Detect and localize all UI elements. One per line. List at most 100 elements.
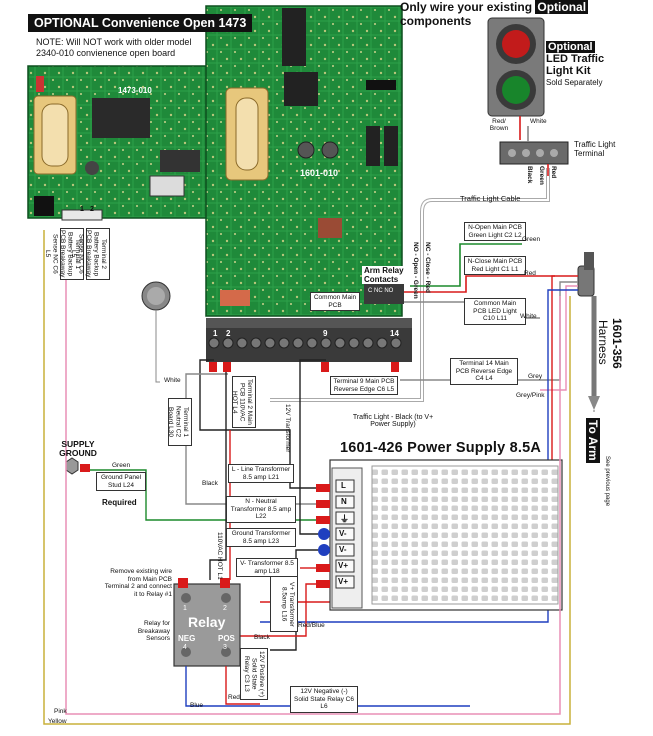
ps-term-N: N	[341, 497, 347, 506]
see-previous-page: See previous page	[604, 456, 610, 507]
terminal-num-1: 1	[213, 329, 218, 338]
n-close-box: N-Close Main PCB Red Light C1 L1	[464, 256, 526, 275]
traffic-kit-line4: Sold Separately	[546, 78, 603, 87]
relay-hot-label: 110VAC HOT L1	[216, 532, 223, 580]
ps-term-v3: V+	[338, 561, 349, 570]
relay-p4: 4	[183, 644, 187, 651]
terminal14-box: Terminal 14 Main PCB Reverse Edge C4 L4	[450, 358, 518, 385]
top-note-pre: Only wire your existing	[400, 0, 536, 14]
term-red: Red	[550, 166, 557, 179]
wire-blue-relay: Blue	[190, 702, 204, 709]
traffic-terminal-label: Traffic Light Terminal	[574, 140, 616, 158]
ground-stud-box: Ground Panel Stud L24	[96, 472, 146, 491]
solid-state-relay	[173, 578, 241, 667]
ps-vminus-box: V- Transformer 8.5 amp L18	[236, 558, 298, 577]
convenience-note-line1: NOTE: Will NOT work with older model	[36, 37, 192, 47]
wire-black-relay: Black	[254, 634, 270, 641]
arm-relay-label: Arm Relay Contacts	[362, 266, 406, 284]
terminal1-neutral-box: Terminal 1 Neutral C2 Board L30	[167, 398, 192, 446]
transformer-12v-label: 12V Transformer	[284, 404, 291, 453]
relay-p2: 2	[223, 605, 227, 612]
relay-title: Relay	[188, 614, 226, 630]
convenience-title: OPTIONAL Convenience Open 1473	[28, 14, 253, 32]
convenience-open-board	[27, 65, 209, 221]
wire-white-label: White	[520, 313, 537, 320]
wire-red-label: Red	[524, 270, 536, 277]
wire-grey-pink-label: Grey/Pink	[516, 392, 545, 399]
wire-black-ground: Black	[202, 480, 218, 487]
ps-term-v4: V+	[338, 577, 349, 586]
wire-green-label: Green	[522, 236, 541, 243]
power-supply-terminals	[316, 479, 355, 589]
traffic-light-terminal	[499, 141, 569, 165]
harness-connector	[577, 252, 600, 412]
traffic-cable-label: Traffic Light Cable	[460, 194, 521, 203]
wire-yellow-label: Yellow	[48, 718, 67, 725]
wire-green-ground: Green	[112, 462, 131, 469]
traffic-light	[487, 17, 545, 117]
relay-negative-box: 12V Negative (-) Solid State Relay C6 L6	[290, 686, 358, 713]
relay-neg: NEG	[178, 634, 196, 643]
arm-relay-terminal	[364, 280, 404, 304]
ps-line-box: L - Line Transformer 8.5 amp L21	[228, 464, 294, 483]
convenience-terminal2-box: Terminal 2 Battery Backup PCB Breakaway …	[70, 228, 110, 280]
terminal-num-14: 14	[390, 329, 399, 338]
main-pcb-board	[205, 5, 403, 317]
convenience-board-label: 1473-010	[118, 86, 152, 95]
supply-ground-label: SUPPLY GROUND	[59, 439, 97, 458]
relay-pos: POS	[218, 634, 235, 643]
relay-breakaway-note: Relay for Breakaway Sensors	[137, 620, 170, 642]
convenience-note-line2: 2340-010 convienence open board	[36, 48, 176, 58]
harness-name: Harness	[596, 320, 610, 365]
supply-ground-stud	[65, 457, 90, 475]
relay-p1: 1	[183, 605, 187, 612]
main-terminal-strip	[206, 318, 412, 372]
wire-grey-label: Grey	[528, 373, 543, 380]
relay-positive-box: 12V Positive (+) Solid State Relay C3 L3	[240, 648, 268, 700]
no-open-label: NO - Open - Green	[412, 242, 419, 299]
terminal2-hot-box: Terminal 2 Main PCB 110VAC HOT L4	[231, 376, 256, 428]
nc-close-label: NC - Close - Red	[424, 242, 431, 293]
convenience-pin1: 1	[80, 206, 84, 213]
red-brown-label: Red/ Brown	[489, 118, 509, 132]
convenience-pin2: 2	[90, 206, 94, 213]
ps-term-v2: V-	[339, 545, 347, 554]
power-supply-unit	[329, 459, 563, 611]
to-arm-label: To Arm	[586, 418, 600, 463]
ps-term-L: L	[341, 481, 346, 490]
power-supply-title: 1601-426 Power Supply 8.5A	[340, 440, 542, 456]
top-note-post: components	[400, 14, 472, 28]
traffic-kit-title: Optional	[546, 41, 595, 53]
ps-term-ground: ⏚	[340, 514, 350, 524]
relay-remove-note: Remove existing wire from Main PCB Termi…	[104, 568, 172, 598]
ps-ground-box: Ground Transformer 8.5 amp L23	[226, 528, 296, 547]
arm-relay-pins: C NC NO	[368, 288, 394, 294]
term-black: Black	[526, 166, 533, 184]
traffic-kit-line2: LED Traffic	[546, 53, 605, 65]
required-label: Required	[102, 498, 137, 507]
wire-red-blue-label: Red/Blue	[298, 622, 325, 629]
relay-p3: 3	[223, 644, 227, 651]
ps-term-v1: V-	[339, 529, 347, 538]
top-note-highlight: Optional	[535, 0, 589, 14]
wire-red-relay: Red	[228, 694, 240, 701]
terminal-num-2: 2	[226, 329, 231, 338]
terminal-num-9: 9	[323, 329, 328, 338]
wire-pink-label: Pink	[54, 708, 67, 715]
white-label: White	[530, 118, 547, 125]
terminal9-box: Terminal 9 Main PCB Reverse Edge C6 L5	[330, 376, 398, 395]
harness-part: 1601-356	[610, 318, 624, 369]
top-note: Only wire your existing Optional compone…	[400, 0, 653, 28]
traffic-kit-label: Optional LED Traffic Light Kit Sold Sepa…	[546, 40, 604, 89]
traffic-black-label: Traffic Light - Black (to V+ Power Suppl…	[348, 414, 438, 428]
convenience-note: NOTE: Will NOT work with older model 234…	[36, 37, 191, 59]
main-pcb-label: 1601-010	[300, 168, 339, 178]
wire-white-ground: White	[164, 377, 181, 384]
convenience-terminal1-box: Terminal 1 Battery Backup PCB Breakaway …	[44, 228, 84, 280]
common-main-pcb-box: Common Main PCB	[310, 292, 360, 311]
ps-vplus-box: V+ Transformer 8.5amp L16	[270, 576, 298, 632]
n-open-box: N-Open Main PCB Green Light C2 L2	[464, 222, 526, 241]
traffic-kit-line3: Light Kit	[546, 65, 591, 77]
ps-neutral-box: N - Neutral Transformer 8.5 amp L22	[226, 496, 296, 523]
